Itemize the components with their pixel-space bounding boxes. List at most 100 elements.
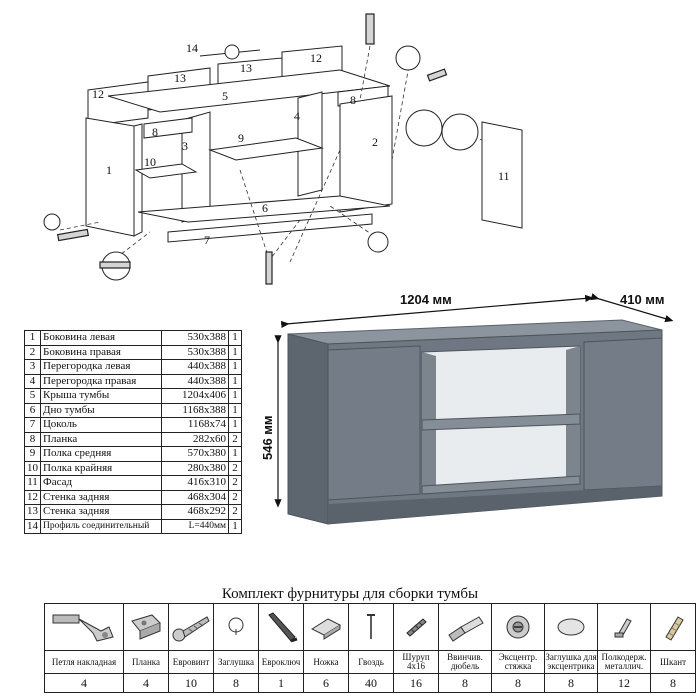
parts-cell-name: Боковина левая [40, 330, 162, 346]
screw-icon [393, 603, 439, 651]
shelf-end-10 [134, 163, 198, 179]
hardware-qty: 40 [348, 673, 394, 693]
cam-lock-icon [491, 603, 545, 651]
part-label: 9 [238, 131, 244, 145]
hardware-qty: 12 [597, 673, 651, 693]
parts-cell-name: Боковина правая [40, 344, 162, 360]
mounting-plate-icon [123, 603, 169, 651]
parts-cell-size: 1168x74 [161, 417, 229, 433]
depth-dimension: 410 мм [620, 292, 665, 307]
parts-cell-qty: 1 [228, 417, 242, 433]
parts-cell-size: 530x388 [161, 344, 229, 360]
parts-cell-num: 7 [24, 417, 41, 433]
part-label: 10 [144, 155, 156, 169]
parts-cell-qty: 1 [228, 518, 242, 534]
hardware-qty: 8 [213, 673, 259, 693]
parts-cell-num: 10 [24, 460, 41, 476]
cabinet-front [287, 333, 329, 525]
parts-cell-qty: 2 [228, 489, 242, 505]
bottom-panel-6 [137, 195, 391, 223]
hardware-name-line1: Заглушка для [545, 652, 597, 662]
hardware-qty: 8 [491, 673, 545, 693]
nail-icon [348, 603, 394, 651]
width-dimension: 1204 мм [400, 292, 452, 307]
parts-cell-name: Перегородка правая [40, 373, 162, 389]
top-panel-5 [107, 69, 391, 113]
hardware-name: Заглушка [213, 650, 259, 674]
shelf-pin-icon [597, 603, 651, 651]
parts-cell-qty: 2 [228, 431, 242, 447]
eurobolt-icon [168, 603, 214, 651]
parts-cell-qty: 1 [228, 359, 242, 375]
hardware-name-line1: Эксцентр. [498, 652, 538, 662]
parts-cell-qty: 1 [228, 388, 242, 404]
hardware-name: Ножка [303, 650, 349, 674]
parts-cell-qty: 2 [228, 504, 242, 520]
hardware-qty: 4 [123, 673, 169, 693]
exploded-assembly-diagram: 1 2 3 4 5 6 7 8 8 9 10 11 12 12 13 13 14 [43, 13, 523, 285]
hardware-name: Евроключ [258, 650, 304, 674]
hardware-name-line1: Шуруп [402, 652, 430, 662]
parts-cell-qty: 2 [228, 460, 242, 476]
cam-cap-icon [544, 603, 598, 651]
parts-cell-size: 440x388 [161, 359, 229, 375]
part-label: 1 [106, 163, 112, 177]
detail-circle-cam [395, 45, 421, 71]
parts-cell-num: 13 [24, 504, 41, 520]
parts-cell-qty: 1 [228, 402, 242, 418]
hardware-qty: 10 [168, 673, 214, 693]
parts-cell-name: Стенка задняя [40, 489, 162, 505]
parts-cell-size: 468x304 [161, 489, 229, 505]
parts-cell-name: Полка средняя [40, 446, 162, 462]
part-label: 13 [174, 71, 186, 85]
hardware-name-line2: стяжка [504, 661, 532, 671]
middle-shelf [421, 413, 581, 431]
hardware-qty: 4 [44, 673, 124, 693]
part-label: 12 [92, 87, 104, 101]
parts-cell-num: 2 [24, 344, 41, 360]
hardware-qty: 8 [544, 673, 598, 693]
hinge-icon [44, 603, 124, 651]
parts-cell-num: 1 [24, 330, 41, 346]
part-label: 8 [350, 93, 356, 107]
parts-cell-name: Цоколь [40, 417, 162, 433]
hardware-name: Ввинчив.дюбель [438, 650, 492, 674]
part-label: 4 [294, 109, 300, 123]
wood-dowel-icon [650, 603, 696, 651]
parts-cell-num: 4 [24, 373, 41, 389]
parts-cell-num: 3 [24, 359, 41, 375]
parts-cell-name: Стенка задняя [40, 504, 162, 520]
parts-cell-num: 12 [24, 489, 41, 505]
part-label: 7 [204, 233, 210, 247]
side-panel-left-1 [85, 117, 135, 237]
parts-cell-qty: 1 [228, 373, 242, 389]
foot-icon [303, 603, 349, 651]
hardware-qty: 1 [258, 673, 304, 693]
parts-cell-size: 468x292 [161, 504, 229, 520]
part-label: 5 [222, 89, 228, 103]
parts-cell-size: 416x310 [161, 475, 229, 491]
parts-cell-name: Фасад [40, 475, 162, 491]
parts-cell-size: 1168x388 [161, 402, 229, 418]
parts-cell-name: Профиль соединительный [40, 518, 162, 534]
facade-11 [481, 121, 523, 229]
part-label: 8 [152, 125, 158, 139]
part-label: 14 [186, 41, 198, 55]
hardware-name: Евровинт [168, 650, 214, 674]
hardware-qty: 16 [393, 673, 439, 693]
parts-cell-num: 6 [24, 402, 41, 418]
parts-cell-num: 9 [24, 446, 41, 462]
parts-cell-name: Дно тумбы [40, 402, 162, 418]
part-label: 11 [498, 169, 510, 183]
parts-cell-name: Полка крайняя [40, 460, 162, 476]
